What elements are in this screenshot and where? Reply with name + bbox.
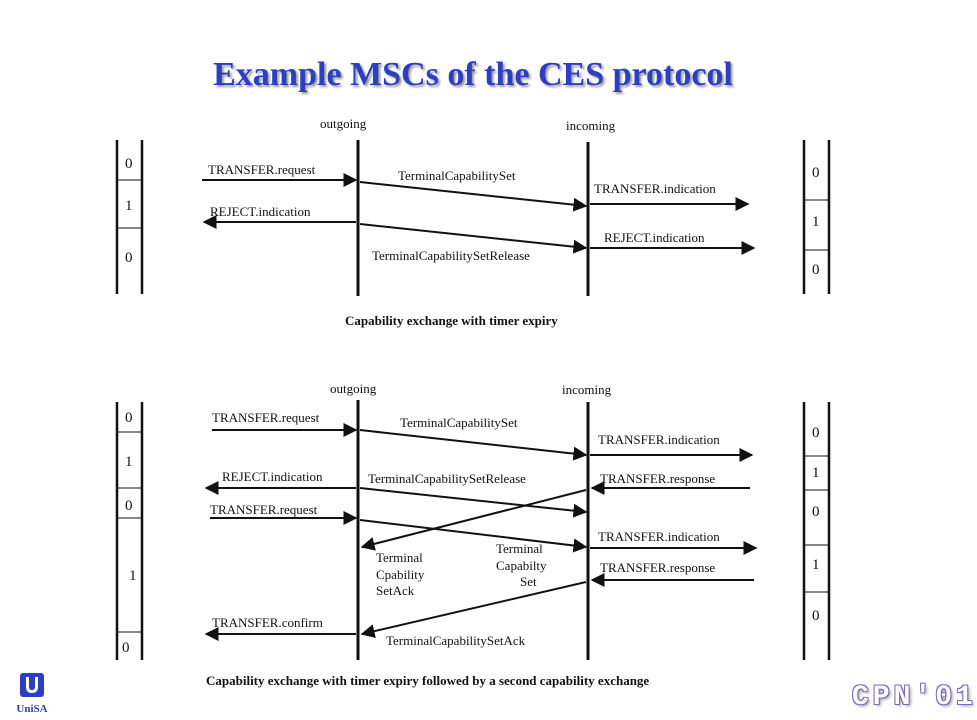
msg-tcs-release-1 (359, 223, 588, 254)
right-state-2-c: 0 (812, 504, 820, 520)
lbl-tcs-ack-2b: TerminalCapabilitySetAck (386, 633, 526, 648)
lbl-tcs-2b-line2: Capabilty (496, 558, 547, 573)
left-state-1-b: 1 (125, 198, 133, 214)
lbl-tcs-ack-left-line2: Cpability (376, 567, 425, 582)
unisa-emblem-icon (20, 673, 44, 697)
left-state-column-2 (115, 402, 144, 660)
msc-diagram-1: 0 1 0 0 1 0 outgoing incoming TRANSFER.r… (115, 116, 831, 328)
right-state-1-b: 1 (812, 214, 820, 230)
right-state-2-e: 0 (812, 608, 820, 624)
lbl-tcs-ack-left-line3: SetAck (376, 583, 415, 598)
right-state-1-c: 0 (812, 262, 820, 278)
right-state-1-a: 0 (812, 165, 820, 181)
lbl-tcs-2a: TerminalCapabilitySet (400, 415, 518, 430)
slide-title: Example MSCs of the CES protocol (213, 56, 733, 93)
lbl-reject-indication-left-1: REJECT.indication (210, 204, 311, 219)
right-state-2-a: 0 (812, 425, 820, 441)
left-state-2-d: 1 (129, 568, 137, 584)
caption-1: Capability exchange with timer expiry (345, 313, 558, 328)
left-state-1-a: 0 (125, 156, 133, 172)
msc-diagram-2: 0 1 0 1 0 0 1 0 1 0 outgoing incoming TR… (115, 381, 831, 688)
left-state-2-a: 0 (125, 410, 133, 426)
lbl-transfer-confirm: TRANSFER.confirm (212, 615, 323, 630)
lbl-tcs-2b-line1: Terminal (496, 541, 543, 556)
lbl-tcs-ack-left-line1: Terminal (376, 550, 423, 565)
unisa-label: UniSA (16, 703, 48, 715)
left-state-2-e: 0 (122, 640, 130, 656)
lbl-tcs-2b-line3: Set (520, 574, 537, 589)
msg-tcs-ack-2b (360, 581, 587, 638)
lbl-tcs-release-1: TerminalCapabilitySetRelease (372, 248, 530, 263)
lbl-reject-indication-2: REJECT.indication (222, 469, 323, 484)
outgoing-label-1: outgoing (320, 116, 367, 131)
unisa-logo: UniSA (12, 672, 52, 715)
left-state-column-1 (115, 140, 144, 294)
msg-tcs-1 (359, 181, 588, 212)
incoming-label-2: incoming (562, 382, 612, 397)
lbl-transfer-response-2b: TRANSFER.response (600, 560, 715, 575)
left-state-1-c: 0 (125, 250, 133, 266)
lbl-transfer-indication-1: TRANSFER.indication (594, 181, 716, 196)
cpn-logo: CPN'01 (852, 682, 977, 713)
lbl-transfer-response-2a: TRANSFER.response (600, 471, 715, 486)
lbl-transfer-request-1: TRANSFER.request (208, 162, 316, 177)
left-state-2-c: 0 (125, 498, 133, 514)
outgoing-label-2: outgoing (330, 381, 377, 396)
lbl-reject-indication-right-1: REJECT.indication (604, 230, 705, 245)
lbl-tcs-release-2: TerminalCapabilitySetRelease (368, 471, 526, 486)
right-state-column-1 (802, 140, 831, 294)
left-state-2-b: 1 (125, 454, 133, 470)
right-state-column-2 (802, 402, 831, 660)
msg-tcs-2b (359, 519, 588, 553)
msg-tcs-release-2 (359, 487, 588, 518)
msg-tcs-ack-2a (360, 489, 587, 551)
lbl-transfer-indication-2b: TRANSFER.indication (598, 529, 720, 544)
incoming-label-1: incoming (566, 118, 616, 133)
lbl-transfer-request-2a: TRANSFER.request (212, 410, 320, 425)
caption-2: Capability exchange with timer expiry fo… (206, 673, 649, 688)
lbl-tcs-1: TerminalCapabilitySet (398, 168, 516, 183)
lbl-transfer-request-2b: TRANSFER.request (210, 502, 318, 517)
right-state-2-d: 1 (812, 557, 820, 573)
msg-tcs-2a (359, 429, 588, 461)
lbl-transfer-indication-2a: TRANSFER.indication (598, 432, 720, 447)
right-state-2-b: 1 (812, 465, 820, 481)
